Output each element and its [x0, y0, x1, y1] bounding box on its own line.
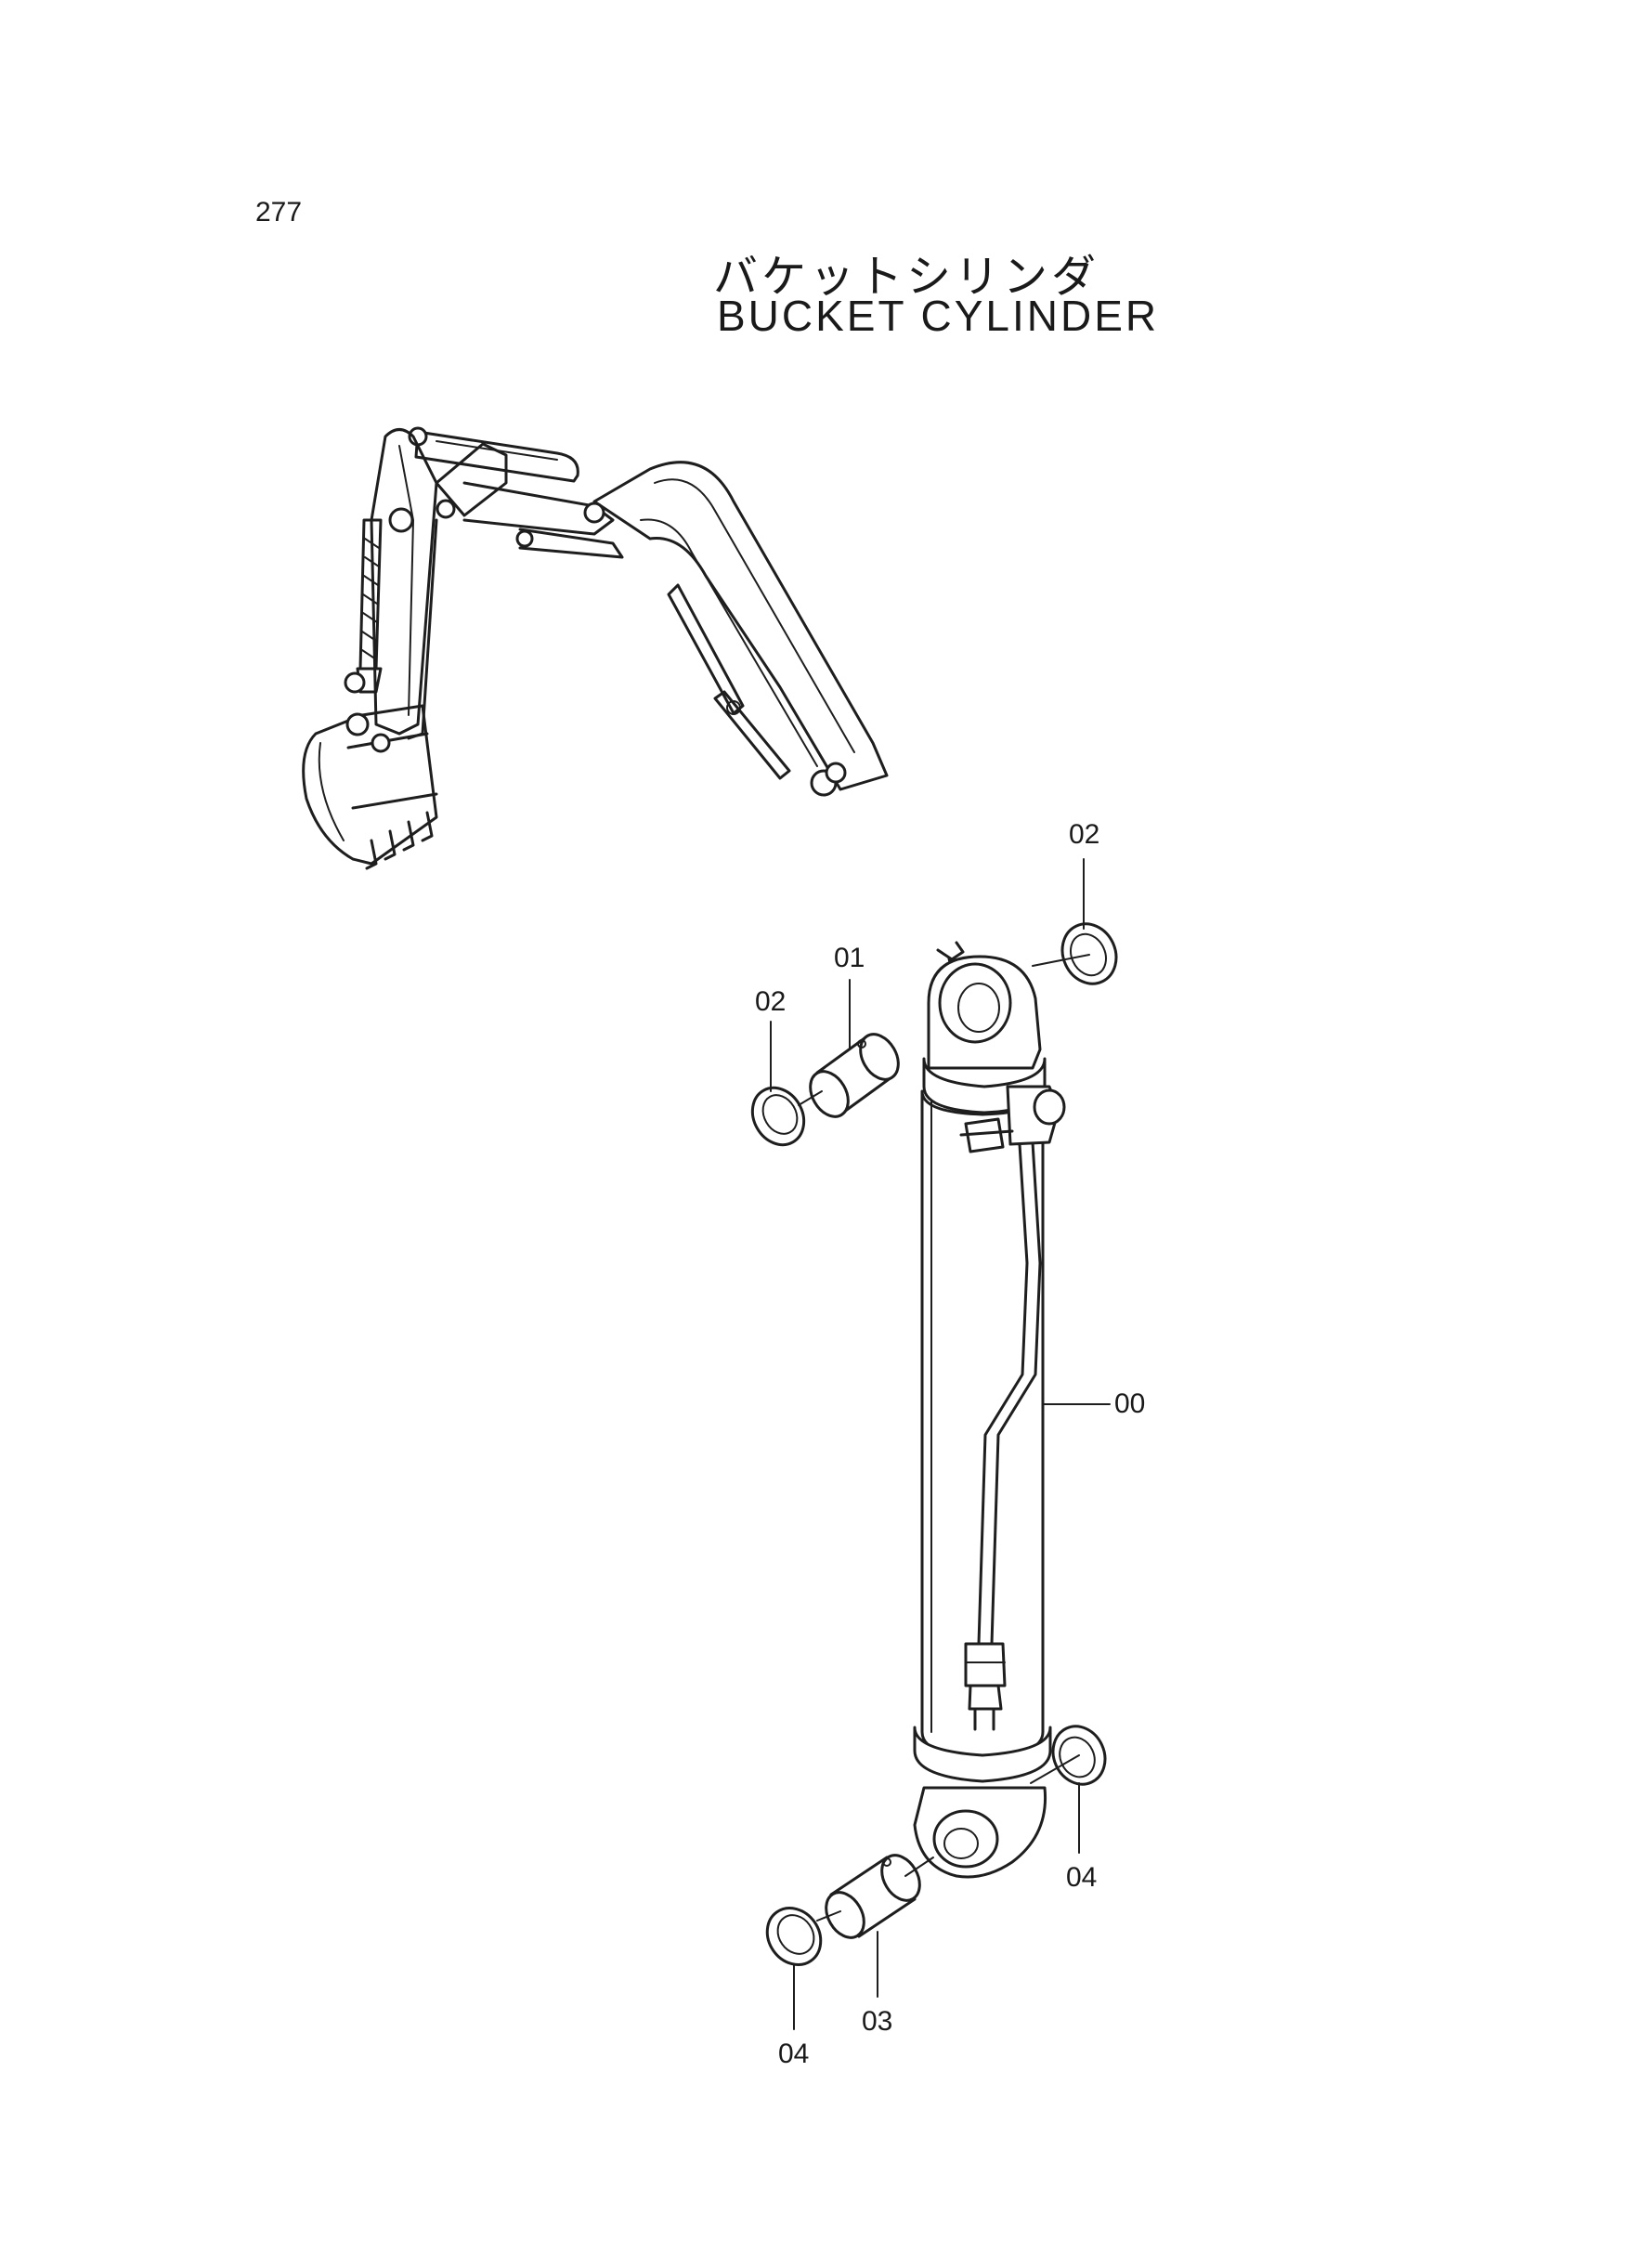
title-english: BUCKET CYLINDER: [717, 292, 1160, 340]
callout-02-left: 02: [755, 986, 787, 1017]
callout-01: 01: [834, 943, 865, 973]
callout-04-right: 04: [1066, 1862, 1098, 1893]
page-number: 277: [255, 197, 303, 228]
leader-lines: [770, 858, 1111, 2030]
title-japanese: バケットシリンダ: [713, 251, 1100, 303]
bushing-03: [825, 1854, 921, 1939]
callout-02-upper: 02: [1069, 819, 1100, 850]
seal-02-left: [750, 1086, 806, 1147]
bucket-cylinder-assembly: [913, 941, 1066, 1879]
callout-00: 00: [1114, 1388, 1146, 1419]
callout-04-left: 04: [778, 2039, 810, 2069]
bushing-01: [809, 1033, 900, 1118]
excavator-arm-illustration: [302, 426, 889, 870]
seal-04-left: [765, 1907, 823, 1966]
callout-03: 03: [862, 2006, 893, 2037]
